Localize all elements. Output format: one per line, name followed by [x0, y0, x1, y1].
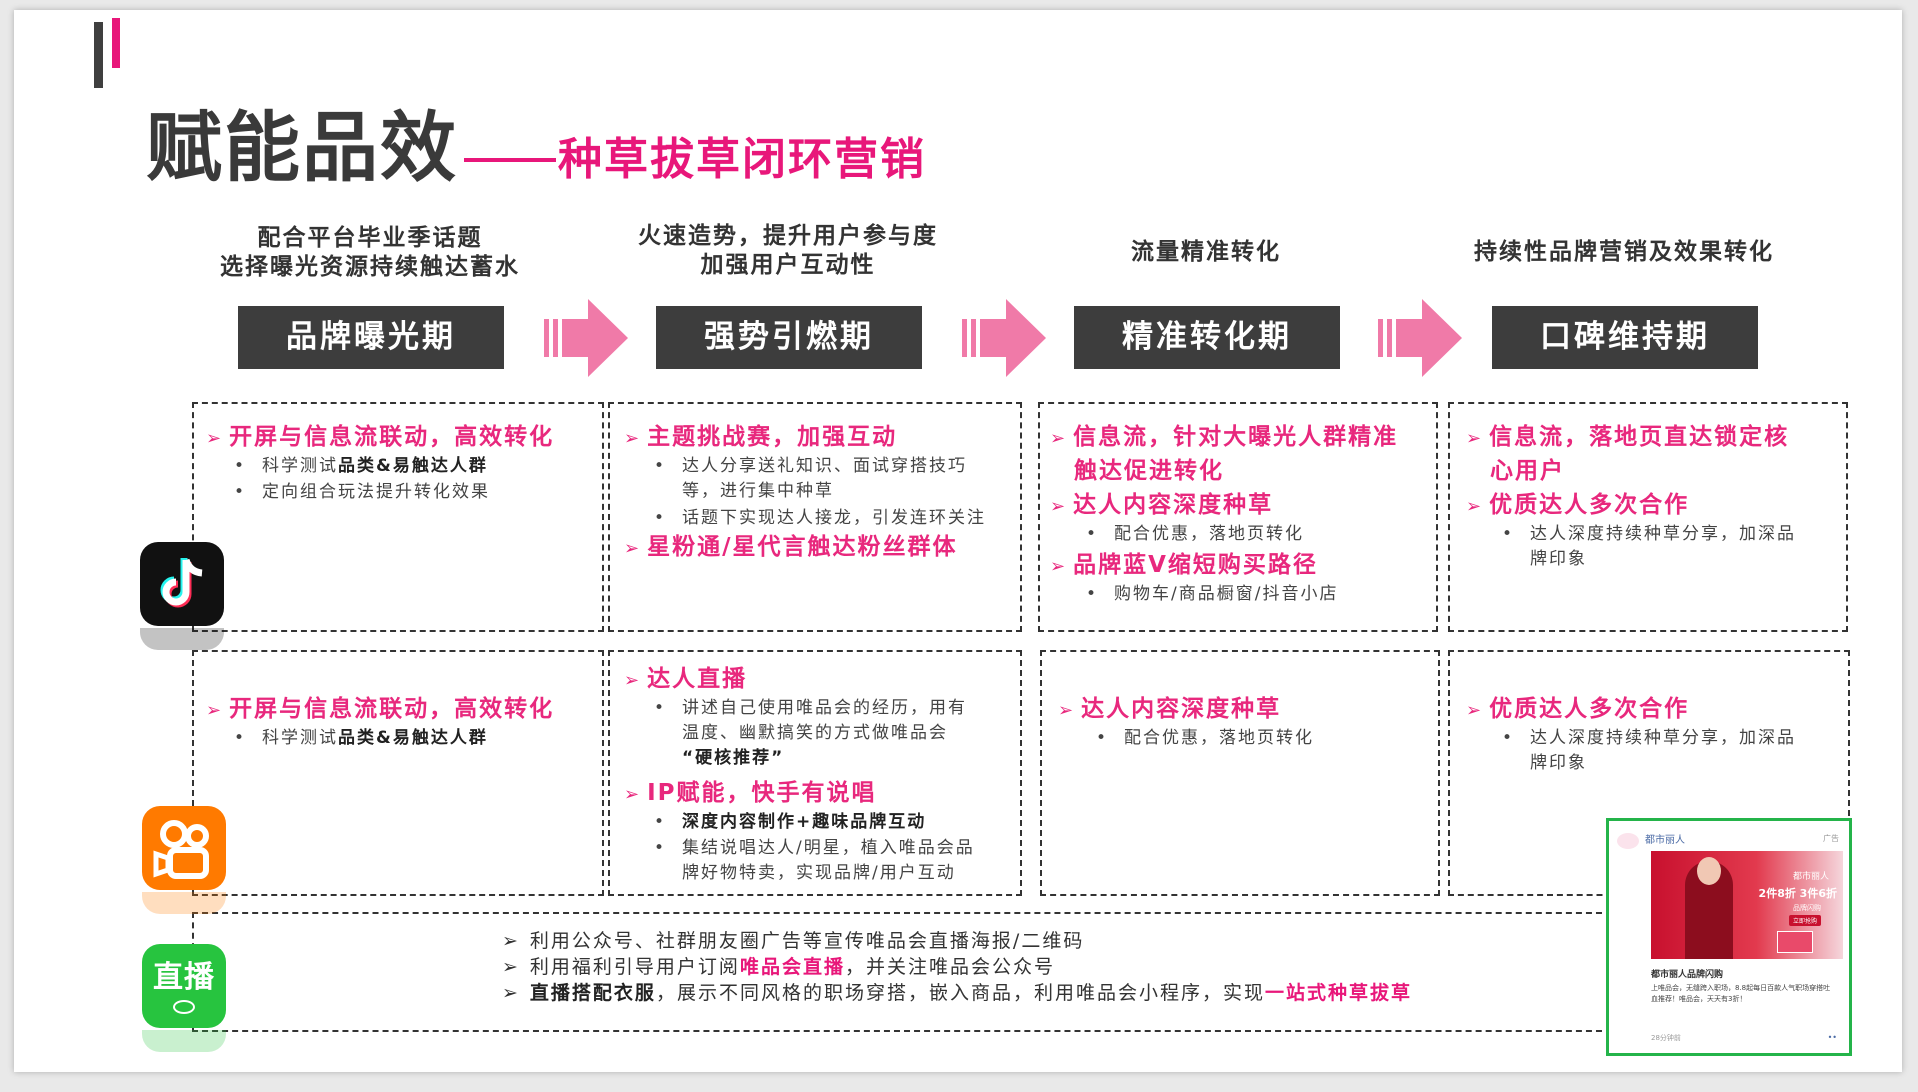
kuaishou-camera-icon: [153, 820, 209, 879]
live-line-2: ➢利用福利引导用户订阅唯品会直播，并关注唯品会公众号: [502, 956, 1055, 978]
header-line: 选择曝光资源持续触达蓄水: [220, 254, 520, 280]
header-line: 加强用户互动性: [700, 252, 876, 278]
kuaishou-c2-item-1: ➢达人直播: [624, 666, 748, 692]
kuaishou-c2-item-2: ➢IP赋能，快手有说唱: [624, 780, 877, 806]
phase-arrow-icon: [962, 299, 1046, 377]
ad-banner-offer: 2件8折 3件6折: [1758, 887, 1837, 900]
phase-arrow-icon: [544, 299, 628, 377]
tiktok-note-icon: [160, 558, 203, 608]
accent-bar-dark: [94, 22, 103, 88]
douyin-c4-item-2: ➢优质达人多次合作: [1466, 492, 1690, 518]
kuaishou-c4-bullet-1: •达人深度持续种草分享，加深品牌印象: [1502, 728, 1796, 773]
column-header-3: 流量精准转化: [1016, 238, 1396, 267]
kuaishou-box-2: [608, 650, 1022, 896]
phase-reputation: 口碑维持期: [1492, 306, 1758, 369]
phase-ignite: 强势引燃期: [656, 306, 922, 369]
phase-brand-exposure: 品牌曝光期: [238, 306, 504, 369]
douyin-box-4: [1448, 402, 1848, 632]
ad-logo: [1617, 833, 1639, 849]
ad-description: 上唯品会，无缝跨入职场，8.8起每日百款人气职场穿搭吐血推荐！唯品会，天天有3折…: [1651, 984, 1831, 1003]
douyin-box-1: [192, 402, 604, 632]
column-header-1: 配合平台毕业季话题 选择曝光资源持续触达蓄水: [180, 224, 560, 282]
title-dash: [464, 157, 556, 162]
header-line: 持续性品牌营销及效果转化: [1474, 239, 1774, 265]
douyin-box-3: [1038, 402, 1438, 632]
live-line-3: ➢直播搭配衣服，展示不同风格的职场穿搭，嵌入商品，利用唯品会小程序，实现一站式种…: [502, 982, 1412, 1004]
kuaishou-box-1: [192, 650, 604, 896]
kuaishou-icon-reflection: [142, 892, 226, 914]
accent-bar-pink: [112, 18, 120, 68]
title-main: 赋能品效: [146, 103, 458, 192]
douyin-c2-item-2: ➢星粉通/星代言触达粉丝群体: [624, 534, 958, 560]
ad-gift-box: [1777, 931, 1813, 953]
header-line: 配合平台毕业季话题: [257, 225, 483, 251]
header-line: 火速造势，提升用户参与度: [638, 223, 938, 249]
douyin-c3-item-2: ➢达人内容深度种草: [1050, 492, 1274, 518]
slide: 赋能品效 种草拔草闭环营销 配合平台毕业季话题 选择曝光资源持续触达蓄水 火速造势…: [14, 10, 1902, 1072]
douyin-box-2: [608, 402, 1022, 632]
kuaishou-c3-bullet-1: •配合优惠，落地页转化: [1096, 728, 1314, 748]
kuaishou-c3-item: ➢达人内容深度种草: [1058, 696, 1282, 722]
ad-time: 28分钟前: [1651, 1034, 1681, 1042]
phase-arrow-icon: [1378, 299, 1462, 377]
wechat-ad-card[interactable]: 都市丽人 广告 都市丽人 2件8折 3件6折 品牌闪购 立即抢购 都市丽人品牌闪…: [1606, 818, 1852, 1056]
douyin-c3-bullet-2: •购物车/商品橱窗/抖音小店: [1086, 584, 1339, 604]
kuaishou-c1-bullet-1: •科学测试品类&易触达人群: [234, 728, 488, 748]
live-icon-reflection: [142, 1030, 226, 1052]
douyin-c4-bullet-1: •达人深度持续种草分享，加深品牌印象: [1502, 524, 1796, 569]
douyin-c4-item-1: ➢信息流，落地页直达锁定核: [1466, 424, 1790, 450]
live-app-icon: 直播: [142, 944, 226, 1028]
ad-tag: 广告: [1823, 834, 1839, 843]
phase-precise-conversion: 精准转化期: [1074, 306, 1340, 369]
ad-banner[interactable]: 都市丽人 2件8折 3件6折 品牌闪购 立即抢购: [1651, 851, 1843, 959]
ad-account-name: 都市丽人: [1645, 835, 1685, 846]
page-title: 赋能品效 种草拔草闭环营销: [146, 86, 926, 196]
douyin-c3-item-1: ➢信息流，针对大曝光人群精准: [1050, 424, 1399, 450]
douyin-c3-item-1-cont: 触达促进转化: [1074, 458, 1224, 484]
ad-headline: 都市丽人品牌闪购: [1651, 970, 1724, 980]
kuaishou-c2-bullet-3: •集结说唱达人/明星，植入唯品会品牌好物特卖，实现品牌/用户互动: [654, 838, 975, 883]
ad-more-icon[interactable]: ••: [1827, 1033, 1837, 1042]
ad-banner-button[interactable]: 立即抢购: [1788, 915, 1821, 926]
tiktok-app-icon: [140, 542, 224, 626]
header-line: 流量精准转化: [1131, 239, 1281, 265]
ad-banner-small: 品牌闪购: [1793, 904, 1821, 912]
douyin-c1-item: ➢开屏与信息流联动，高效转化: [206, 424, 555, 450]
live-icon-eye: [173, 1000, 195, 1014]
kuaishou-c2-bullet-1: •讲述自己使用唯品会的经历，用有温度、幽默搞笑的方式做唯品会“硬核推荐”: [654, 698, 967, 768]
douyin-c3-item-3: ➢品牌蓝V缩短购买路径: [1050, 552, 1318, 578]
live-line-1: ➢利用公众号、社群朋友圈广告等宣传唯品会直播海报/二维码: [502, 930, 1085, 952]
douyin-c1-bullet-2: •定向组合玩法提升转化效果: [234, 482, 490, 502]
douyin-c4-item-1-cont: 心用户: [1490, 458, 1565, 484]
column-header-4: 持续性品牌营销及效果转化: [1434, 238, 1814, 267]
tiktok-icon-reflection: [140, 628, 224, 650]
column-header-2: 火速造势，提升用户参与度 加强用户互动性: [598, 222, 978, 280]
kuaishou-c4-item: ➢优质达人多次合作: [1466, 696, 1690, 722]
kuaishou-c1-item: ➢开屏与信息流联动，高效转化: [206, 696, 555, 722]
live-icon-label: 直播: [153, 960, 215, 995]
kuaishou-box-3: [1040, 650, 1440, 896]
douyin-c2-item-1: ➢主题挑战赛，加强互动: [624, 424, 898, 450]
douyin-c2-bullet-2: •话题下实现达人接龙，引发连环关注: [654, 508, 986, 528]
kuaishou-c2-bullet-2: •深度内容制作+趣味品牌互动: [654, 812, 927, 832]
kuaishou-app-icon: [142, 806, 226, 890]
douyin-c1-bullet-1: •科学测试品类&易触达人群: [234, 456, 488, 476]
douyin-c2-bullet-1: •达人分享送礼知识、面试穿搭技巧等，进行集中种草: [654, 456, 967, 501]
douyin-c3-bullet-1: •配合优惠，落地页转化: [1086, 524, 1304, 544]
ad-model-head: [1697, 857, 1721, 885]
title-sub: 种草拔草闭环营销: [558, 134, 926, 185]
ad-banner-brand: 都市丽人: [1792, 872, 1829, 882]
